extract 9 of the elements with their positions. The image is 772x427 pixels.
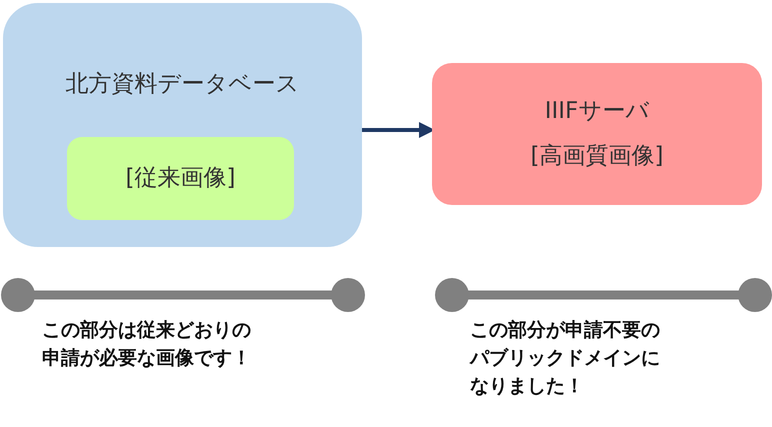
rounded-box	[432, 63, 762, 205]
rounded-box	[67, 137, 294, 220]
note-text: この部分は従来どおりの申請が必要な画像です！	[42, 318, 252, 371]
box-text: IIIFサーバ	[544, 100, 650, 123]
rounded-box	[3, 3, 362, 247]
box-text: [高画質画像]	[530, 145, 664, 168]
box-text: 北方資料データベース	[66, 73, 300, 96]
note-text: この部分が申請不要のパブリックドメインになりました！	[470, 318, 661, 399]
box-text: [従来画像]	[126, 167, 236, 190]
